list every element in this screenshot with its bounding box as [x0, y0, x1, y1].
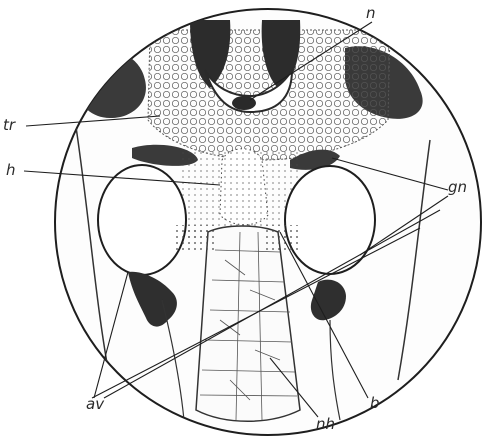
- label-av: av: [86, 397, 104, 412]
- label-gn: gn: [448, 180, 467, 195]
- label-h: h: [6, 163, 16, 178]
- label-nh: nh: [316, 417, 335, 432]
- label-tr: tr: [3, 118, 15, 133]
- label-n-neural: n: [366, 6, 376, 21]
- speckled-region-right: [262, 225, 300, 253]
- label-b: b: [370, 396, 380, 411]
- speckled-region-left: [176, 225, 216, 253]
